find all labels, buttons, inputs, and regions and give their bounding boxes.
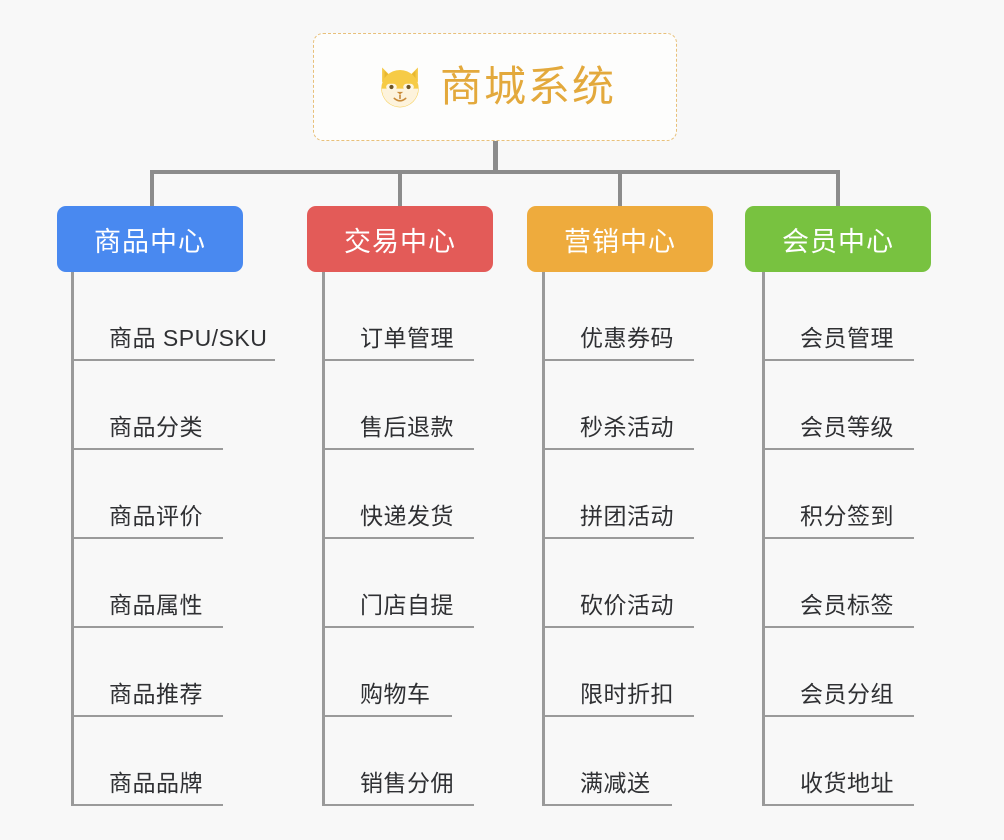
leaf-label: 商品属性 — [109, 592, 203, 618]
list-item[interactable]: 商品品牌 — [71, 717, 273, 806]
leaf-underline — [322, 359, 474, 361]
leaf-underline — [322, 804, 474, 806]
leaf-underline — [322, 715, 452, 717]
list-item[interactable]: 售后退款 — [322, 361, 474, 450]
leaf-label: 会员等级 — [800, 414, 894, 440]
leaf-label: 会员分组 — [800, 681, 894, 707]
leaf-underline — [762, 359, 914, 361]
leaf-underline — [762, 804, 914, 806]
leaf-label: 秒杀活动 — [580, 414, 674, 440]
leaf-label: 购物车 — [360, 681, 431, 707]
leaf-underline — [542, 537, 694, 539]
root-title: 商城系统 — [439, 63, 616, 110]
leaf-underline — [322, 626, 474, 628]
leaf-label: 商品分类 — [109, 414, 203, 440]
shiba-dog-face-icon — [374, 61, 426, 113]
leaf-label: 快递发货 — [360, 503, 454, 529]
leaf-underline — [322, 448, 474, 450]
leaf-underline — [71, 715, 223, 717]
leaf-label: 售后退款 — [360, 414, 454, 440]
connector-drop-1 — [150, 170, 154, 208]
list-item[interactable]: 销售分佣 — [322, 717, 474, 806]
leaf-underline — [542, 715, 694, 717]
leaf-underline — [71, 804, 223, 806]
leaf-column-1: 商品 SPU/SKU 商品分类 商品评价 商品属性 商品推荐 商品品牌 — [71, 272, 275, 806]
category-header-label: 交易中心 — [344, 226, 456, 257]
category-header-营销中心[interactable]: 营销中心 — [527, 206, 713, 272]
list-item[interactable]: 商品 SPU/SKU — [71, 272, 275, 361]
leaf-column-2: 订单管理 售后退款 快递发货 门店自提 购物车 销售分佣 — [322, 272, 474, 806]
connector-horizontal-bus — [150, 170, 840, 174]
category-header-label: 会员中心 — [782, 226, 894, 257]
list-item[interactable]: 商品属性 — [71, 539, 273, 628]
list-item[interactable]: 商品分类 — [71, 361, 273, 450]
leaf-label: 销售分佣 — [360, 770, 454, 796]
list-item[interactable]: 砍价活动 — [542, 539, 694, 628]
leaf-underline — [71, 537, 223, 539]
list-item[interactable]: 秒杀活动 — [542, 361, 694, 450]
list-item[interactable]: 积分签到 — [762, 450, 914, 539]
list-item[interactable]: 商品评价 — [71, 450, 273, 539]
list-item[interactable]: 会员分组 — [762, 628, 914, 717]
list-item[interactable]: 会员等级 — [762, 361, 914, 450]
connector-drop-4 — [836, 170, 840, 208]
list-item[interactable]: 收货地址 — [762, 717, 914, 806]
leaf-underline — [542, 804, 672, 806]
leaf-underline — [542, 359, 694, 361]
leaf-column-4: 会员管理 会员等级 积分签到 会员标签 会员分组 收货地址 — [762, 272, 914, 806]
root-node[interactable]: 商城系统 — [313, 33, 677, 141]
leaf-underline — [322, 537, 474, 539]
leaf-label: 限时折扣 — [580, 681, 674, 707]
list-item[interactable]: 限时折扣 — [542, 628, 694, 717]
leaf-label: 会员标签 — [800, 592, 894, 618]
leaf-underline — [762, 448, 914, 450]
leaf-label: 商品评价 — [109, 503, 203, 529]
leaf-underline — [762, 626, 914, 628]
column-trunk — [762, 272, 765, 806]
list-item[interactable]: 满减送 — [542, 717, 680, 806]
leaf-label: 商品推荐 — [109, 681, 203, 707]
connector-root-stub — [493, 141, 498, 174]
list-item[interactable]: 拼团活动 — [542, 450, 694, 539]
leaf-underline — [762, 715, 914, 717]
list-item[interactable]: 门店自提 — [322, 539, 474, 628]
category-header-label: 营销中心 — [564, 226, 676, 257]
leaf-label: 积分签到 — [800, 503, 894, 529]
list-item[interactable]: 会员管理 — [762, 272, 914, 361]
category-header-label: 商品中心 — [94, 226, 206, 257]
leaf-label: 优惠券码 — [580, 325, 674, 351]
column-trunk — [322, 272, 325, 806]
category-header-商品中心[interactable]: 商品中心 — [57, 206, 243, 272]
category-header-交易中心[interactable]: 交易中心 — [307, 206, 493, 272]
leaf-label: 满减送 — [580, 770, 651, 796]
leaf-label: 商品 SPU/SKU — [109, 325, 268, 351]
connector-drop-3 — [618, 170, 622, 208]
leaf-underline — [71, 448, 223, 450]
list-item[interactable]: 快递发货 — [322, 450, 474, 539]
leaf-underline — [762, 537, 914, 539]
leaf-label: 拼团活动 — [580, 503, 674, 529]
list-item[interactable]: 购物车 — [322, 628, 460, 717]
category-header-会员中心[interactable]: 会员中心 — [745, 206, 931, 272]
leaf-label: 门店自提 — [360, 592, 454, 618]
leaf-label: 砍价活动 — [580, 592, 674, 618]
leaf-label: 订单管理 — [360, 325, 454, 351]
leaf-underline — [71, 626, 223, 628]
leaf-underline — [71, 359, 275, 361]
list-item[interactable]: 订单管理 — [322, 272, 474, 361]
column-trunk — [542, 272, 545, 806]
leaf-label: 收货地址 — [800, 770, 894, 796]
leaf-underline — [542, 626, 694, 628]
connector-drop-2 — [398, 170, 402, 208]
leaf-label: 会员管理 — [800, 325, 894, 351]
list-item[interactable]: 商品推荐 — [71, 628, 273, 717]
column-trunk — [71, 272, 74, 806]
leaf-underline — [542, 448, 694, 450]
leaf-column-3: 优惠券码 秒杀活动 拼团活动 砍价活动 限时折扣 满减送 — [542, 272, 694, 806]
list-item[interactable]: 会员标签 — [762, 539, 914, 628]
leaf-label: 商品品牌 — [109, 770, 203, 796]
list-item[interactable]: 优惠券码 — [542, 272, 694, 361]
